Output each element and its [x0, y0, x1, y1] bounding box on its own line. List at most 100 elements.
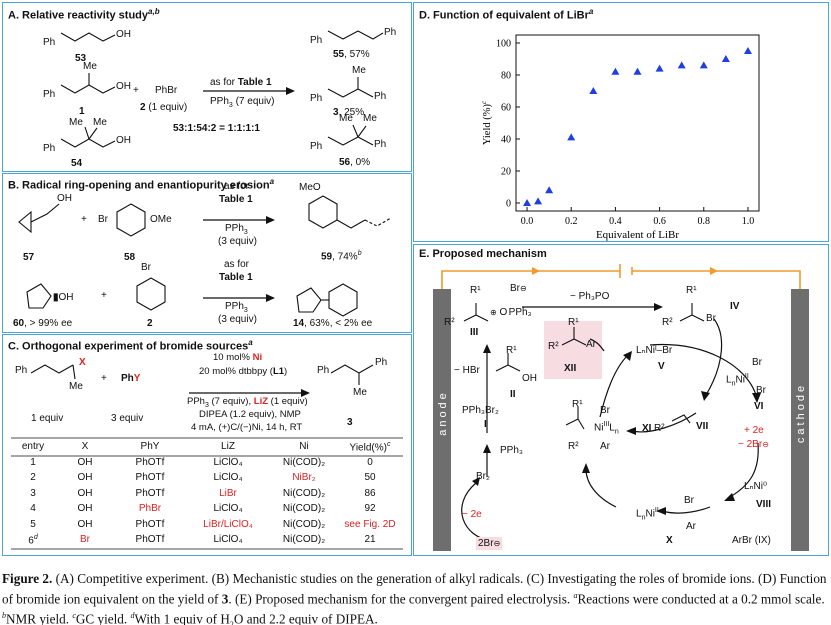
table-cell-yield: 0: [367, 456, 373, 468]
phy-label: PhY: [121, 373, 141, 384]
r2-label: R²: [568, 441, 579, 452]
data-point: [567, 133, 576, 141]
panel-c: C. Orthogonal experiment of bromide sour…: [2, 334, 412, 556]
anode-electrode: [433, 289, 451, 551]
data-point: [534, 197, 543, 205]
compound-59-yield: 59, 74%b: [321, 250, 362, 263]
cond-line-5: 4 mA, (+)C/(−)Ni, 14 h, RT: [191, 422, 303, 433]
table-cell-phy: PhBr: [138, 503, 162, 515]
ph-label: Ph: [15, 365, 28, 376]
x-label: X: [79, 357, 86, 368]
me-label: Me: [353, 387, 367, 398]
ph-label: Ph: [374, 139, 387, 150]
compound-1-label: 1: [79, 106, 85, 117]
table-cell-x: OH: [77, 518, 93, 530]
two-br-label: 2Br⊖: [476, 537, 503, 550]
data-point: [655, 64, 664, 72]
table-cell-liz: LiClO₄: [213, 534, 243, 546]
x-tick-label: 1.0: [742, 216, 755, 227]
compound-iii-label: III: [470, 327, 479, 338]
table-cell-entry: 1: [30, 456, 36, 468]
compound-xii-label: XII: [564, 363, 577, 374]
oh-label: OH: [522, 373, 537, 384]
plus-sign: +: [101, 290, 107, 301]
plus-sign: +: [133, 85, 139, 96]
br-label: Br: [141, 262, 151, 273]
r1-label: R¹: [686, 285, 697, 296]
me-label: Me: [69, 381, 83, 392]
ph-label: Ph: [310, 141, 323, 152]
o-pph3-label: ⊕ O PPh₃: [490, 307, 532, 318]
col-phy: PhY: [140, 441, 160, 453]
figure-caption: Figure 2. (A) Competitive experiment. (B…: [2, 571, 827, 625]
y-tick-label: 20: [501, 167, 511, 178]
table-cell-ni: Ni(COD)₂: [282, 518, 326, 530]
table-cell-ni: Ni(COD)₂: [282, 534, 326, 546]
table-cell-yield: 92: [364, 503, 376, 515]
data-point: [545, 186, 554, 194]
table-cell-entry: 4: [30, 503, 36, 515]
ph-label: Ph: [43, 143, 56, 154]
arrow-bottom-text: PPh3 (7 equiv): [210, 96, 275, 109]
y-tick-label: 80: [501, 71, 511, 82]
br-label: Br: [684, 495, 694, 506]
compound-3-yield: 3, 25%: [333, 107, 365, 118]
cathode-electrode: [791, 289, 809, 551]
lnni-ii-ar-label: LnNiII: [636, 507, 659, 522]
compound-14-yield: 14, 63%, < 2% ee: [293, 318, 373, 329]
ph-label: Ph: [375, 357, 388, 368]
table-cell-phy: PhOTf: [135, 487, 165, 499]
plus-sign: +: [81, 214, 87, 225]
panel-c-structures: [11, 364, 403, 550]
ph-label: Ph: [310, 35, 323, 46]
x-tick-label: 0.8: [698, 216, 711, 227]
data-point: [523, 199, 532, 206]
panel-e-title: E. Proposed mechanism: [419, 248, 547, 260]
panel-d-title: D. Function of equivalent of LiBra: [419, 7, 594, 22]
equiv-3-label: 3 equiv: [111, 413, 144, 424]
col-entry: entry: [21, 441, 45, 453]
r1-label: R¹: [568, 317, 579, 328]
minus-2br-cathode: − 2Br⊖: [738, 439, 769, 450]
arrow-line-4: (3 equiv): [218, 236, 257, 247]
ar-label: Ar: [686, 521, 696, 532]
table-cell-x: OH: [77, 472, 93, 484]
arrow-line-3: PPh3: [225, 223, 248, 236]
panel-b: B. Radical ring-opening and enantiopurit…: [2, 173, 412, 333]
compound-57-label: 57: [23, 252, 35, 263]
table-cell-liz: LiBr: [219, 487, 237, 499]
ph-label: Ph: [43, 89, 56, 100]
y-tick-label: 100: [496, 39, 511, 50]
lnni-br-label: LₙNiᴵ–Br: [636, 345, 673, 356]
table-cell-yield: 21: [364, 534, 376, 546]
data-point: [633, 67, 642, 75]
table-cell-x: OH: [77, 503, 93, 515]
ph-label: Ph: [43, 37, 56, 48]
oh-label: ▮OH: [53, 292, 74, 303]
minus-ph3po-label: − Ph₃PO: [570, 291, 610, 302]
panel-a: A. Relative reactivity studya,b Ph OH 53…: [2, 2, 412, 172]
table-cell-liz: LiClO₄: [213, 456, 243, 468]
table-cell-ni: Ni(COD)₂: [282, 456, 326, 468]
r2-label: R²: [654, 423, 665, 434]
table-cell-entry: 6d: [28, 533, 38, 546]
y-tick-label: 40: [501, 135, 511, 146]
arrow-line-4: (3 equiv): [218, 314, 257, 325]
data-point: [677, 61, 686, 69]
phbr-label: PhBr: [155, 85, 178, 96]
table-header-row: entry X PhY LiZ Ni Yield(%)c: [11, 439, 403, 455]
table-cell-ni: Ni(COD)₂: [282, 503, 326, 515]
plus-sign: +: [101, 373, 107, 384]
col-x: X: [81, 441, 89, 453]
mechanism-diagram: [441, 264, 801, 542]
table-cell-x: Br: [80, 534, 90, 546]
r2-label: R²: [548, 341, 559, 352]
lnni-ii-label: LnNiII: [726, 373, 749, 388]
br2-label: Br₂: [476, 471, 490, 482]
table-cell-yield: see Fig. 2D: [344, 518, 396, 530]
table-cell-ni: Ni(COD)₂: [282, 487, 326, 499]
panel-b-structures: [18, 195, 392, 317]
